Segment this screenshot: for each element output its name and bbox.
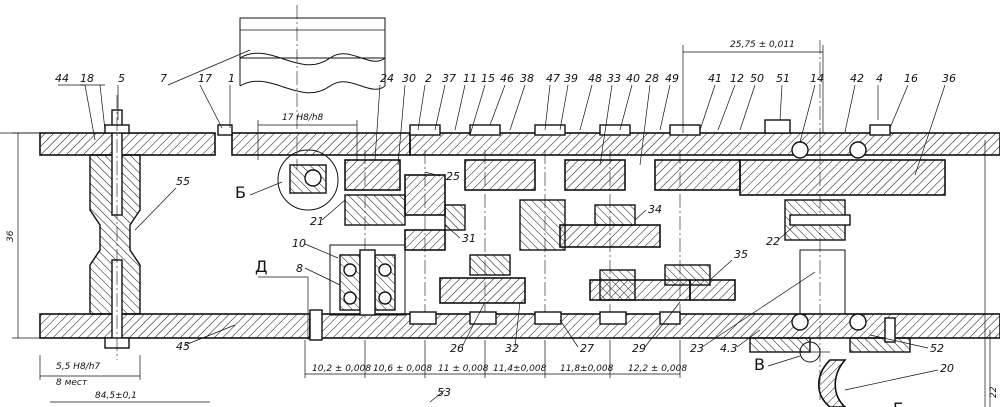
dim-5: 11,8±0,008: [560, 364, 614, 374]
view-letter-b: Б: [235, 183, 246, 202]
leader-38: 38: [520, 72, 534, 85]
dim-6: 12,2 ± 0,008: [628, 364, 687, 374]
top-dimension: 25,75 ± 0,011: [682, 40, 824, 133]
leader-48: 48: [588, 72, 602, 85]
label-31: 31: [462, 232, 476, 245]
view-letters: Б Д В Е: [235, 181, 903, 407]
leader-14: 14: [810, 72, 824, 85]
label-25: 25: [446, 170, 460, 183]
leader-17: 17: [198, 72, 212, 85]
label-53: 53: [437, 386, 451, 399]
shaft-20: [795, 341, 847, 407]
label-35: 35: [734, 248, 748, 261]
leader-44: 44: [55, 72, 69, 85]
leader-1: 1: [228, 72, 235, 85]
label-10: 10: [292, 237, 306, 250]
leader-4: 4: [876, 72, 883, 85]
leader-lines: [58, 49, 946, 176]
leader-18: 18: [80, 72, 94, 85]
label-22: 22: [766, 235, 780, 248]
dim-base: 84,5±0,1: [95, 391, 137, 401]
leader-51: 51: [776, 72, 790, 85]
leader-16: 16: [904, 72, 918, 85]
dim-top: 25,75 ± 0,011: [730, 40, 795, 50]
detail-circle-b: [257, 120, 358, 211]
bearings-top: [791, 141, 867, 331]
side-labels: 25 21 31 34 10 8 35 22 55 45 26 32 27 29…: [134, 170, 999, 403]
dim-3: 11 ± 0,008: [438, 364, 489, 374]
leader-50: 50: [750, 72, 764, 85]
label-32: 32: [505, 342, 519, 355]
bottom-dimensions: 10,2 ± 0,008 10,6 ± 0,008 11 ± 0,008 11,…: [39, 340, 687, 403]
left-column: [89, 95, 141, 360]
gear-train: [344, 40, 946, 400]
label-20: 20: [940, 362, 954, 375]
leader-36: 36: [942, 72, 956, 85]
leader-24: 24: [380, 72, 394, 85]
dim-1: 10,2 ± 0,008: [312, 364, 371, 374]
leader-40: 40: [626, 72, 640, 85]
leader-46: 46: [500, 72, 514, 85]
top-cover: [239, 5, 386, 170]
leader-15: 15: [481, 72, 495, 85]
label-8: 8: [296, 262, 303, 275]
label-36: 36: [6, 230, 16, 242]
label-43: 4.3: [720, 342, 738, 355]
caps-top: [217, 119, 891, 136]
leader-47: 47: [546, 72, 560, 85]
label-21: 21: [310, 215, 324, 228]
view-letter-e: Е: [893, 399, 903, 407]
dim-left-count: 8 мест: [56, 378, 88, 388]
right-edge: [984, 140, 991, 407]
dim-left-fit: 5,5 H8/h7: [56, 362, 100, 372]
label-23: 23: [690, 342, 704, 355]
leader-30: 30: [402, 72, 416, 85]
label-52: 52: [930, 342, 944, 355]
leader-42: 42: [850, 72, 864, 85]
leader-33: 33: [607, 72, 621, 85]
label-26: 26: [450, 342, 464, 355]
leader-12: 12: [730, 72, 744, 85]
label-34: 34: [648, 203, 662, 216]
height-dimension: 36: [6, 132, 40, 339]
label-45: 45: [176, 340, 190, 353]
leader-37: 37: [442, 72, 456, 85]
dim-2: 10,6 ± 0,008: [373, 364, 432, 374]
leader-11: 11: [463, 72, 477, 85]
label-22-right: 22: [989, 386, 999, 398]
bearing-box: [329, 244, 406, 316]
leader-41: 41: [708, 72, 722, 85]
leader-5: 5: [118, 72, 125, 85]
leader-39: 39: [564, 72, 578, 85]
bolts-bottom: [309, 309, 896, 343]
leader-28: 28: [645, 72, 659, 85]
leader-numbers: 44 18 5 7 17 1 24 30 2 37 11 15 46 38 47…: [55, 72, 956, 85]
view-letter-v: В: [754, 355, 765, 374]
leader-7: 7: [160, 72, 167, 85]
label-27: 27: [580, 342, 594, 355]
view-letter-d: Д: [255, 257, 268, 276]
label-55: 55: [176, 175, 190, 188]
dim-4: 11,4±0,008: [493, 364, 547, 374]
leader-2: 2: [425, 72, 432, 85]
dim-fit: 17 H8/h8: [282, 113, 324, 123]
label-29: 29: [632, 342, 646, 355]
leader-49: 49: [665, 72, 679, 85]
